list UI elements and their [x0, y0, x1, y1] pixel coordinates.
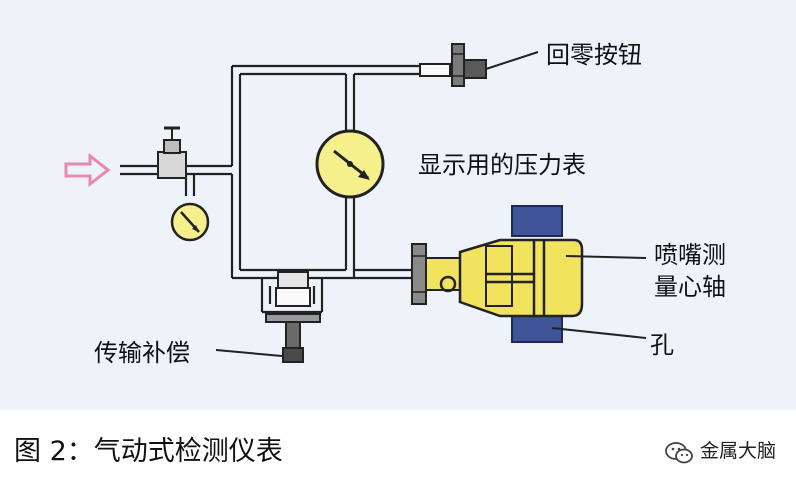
- nozzle-mandrel-assembly: [411, 205, 647, 343]
- inlet-arrow-icon: [64, 152, 111, 188]
- supply-pressure-gauge: [170, 202, 210, 242]
- label-nozzle-line2: 量心轴: [654, 273, 726, 301]
- label-reset-button: 回零按钮: [546, 41, 642, 69]
- label-display-gauge: 显示用的压力表: [418, 151, 586, 179]
- diagram-background: [0, 0, 796, 410]
- wechat-icon: [665, 442, 693, 464]
- label-hole: 孔: [650, 331, 674, 359]
- compensation-screw: [215, 271, 321, 363]
- air-pipes: [120, 64, 420, 314]
- display-pressure-gauge: [315, 129, 385, 199]
- reset-button-assembly: [419, 43, 539, 87]
- pneumatic-gauge-diagram: [64, 43, 647, 363]
- label-nozzle-line1: 喷嘴测: [654, 241, 726, 269]
- pressure-regulator: [157, 126, 187, 179]
- figure-caption: 图 2：气动式检测仪表: [14, 436, 283, 467]
- brand-name: 金属大脑: [700, 440, 777, 462]
- label-compensation: 传输补偿: [94, 339, 190, 367]
